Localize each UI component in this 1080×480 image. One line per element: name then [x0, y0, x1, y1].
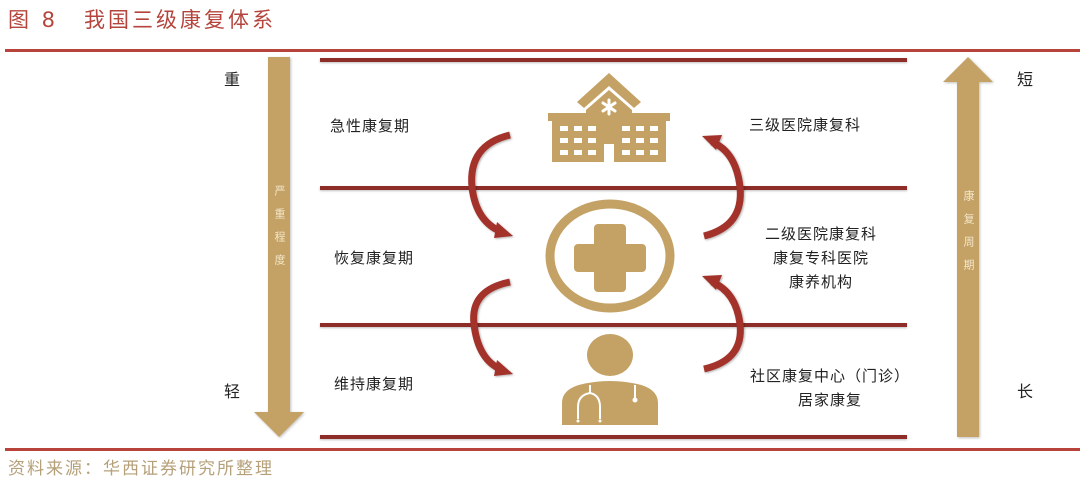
- institution-tertiary-rehab: 三级医院康复科: [748, 116, 861, 134]
- period-up-arrow-icon: [943, 57, 993, 437]
- institution-home-rehab: 居家康复: [797, 391, 862, 409]
- top-border-line: [5, 49, 1080, 52]
- tier-separator-bottom: [320, 435, 907, 439]
- period-short-label: 短: [1017, 70, 1034, 89]
- bottom-border-line: [5, 448, 1080, 451]
- figure-title: 图 8 我国三级康复体系: [8, 4, 276, 34]
- severity-down-arrow-icon: [254, 57, 304, 437]
- hospital-building-icon: [548, 73, 670, 162]
- flow-arrow-tier3-to-tier2-icon: [702, 275, 744, 373]
- stage-recovery-label: 恢复康复期: [334, 249, 415, 267]
- severity-high-label: 重: [224, 70, 241, 89]
- flow-arrow-tier2-to-tier3-icon: [470, 278, 513, 376]
- severity-axis-text: 严重程度: [273, 185, 286, 277]
- institution-community-center: 社区康复中心（门诊）: [749, 367, 910, 385]
- institution-care-facility: 康养机构: [788, 273, 853, 291]
- doctor-icon: [562, 334, 658, 425]
- tier-separator-2: [320, 323, 907, 327]
- medical-cross-icon: [545, 199, 675, 313]
- source-note: 资料来源：华西证券研究所整理: [8, 459, 274, 479]
- period-axis-text: 康复周期: [962, 190, 975, 282]
- tier1-institutions: 三级医院康复科: [730, 113, 880, 137]
- figure-title-text: 我国三级康复体系: [84, 8, 277, 32]
- tier3-institutions: 社区康复中心（门诊） 居家康复: [730, 364, 930, 412]
- tier-separator-1: [320, 186, 907, 190]
- figure-number: 图 8: [8, 8, 59, 32]
- tier2-institutions: 二级医院康复科 康复专科医院 康养机构: [746, 222, 896, 294]
- stage-acute-label: 急性康复期: [330, 117, 411, 135]
- stage-maintenance-label: 维持康复期: [334, 375, 415, 393]
- tier-separator-top: [320, 58, 907, 62]
- institution-rehab-specialty-hospital: 康复专科医院: [772, 249, 869, 267]
- institution-secondary-rehab: 二级医院康复科: [764, 225, 877, 243]
- period-long-label: 长: [1017, 382, 1034, 401]
- severity-low-label: 轻: [224, 382, 241, 401]
